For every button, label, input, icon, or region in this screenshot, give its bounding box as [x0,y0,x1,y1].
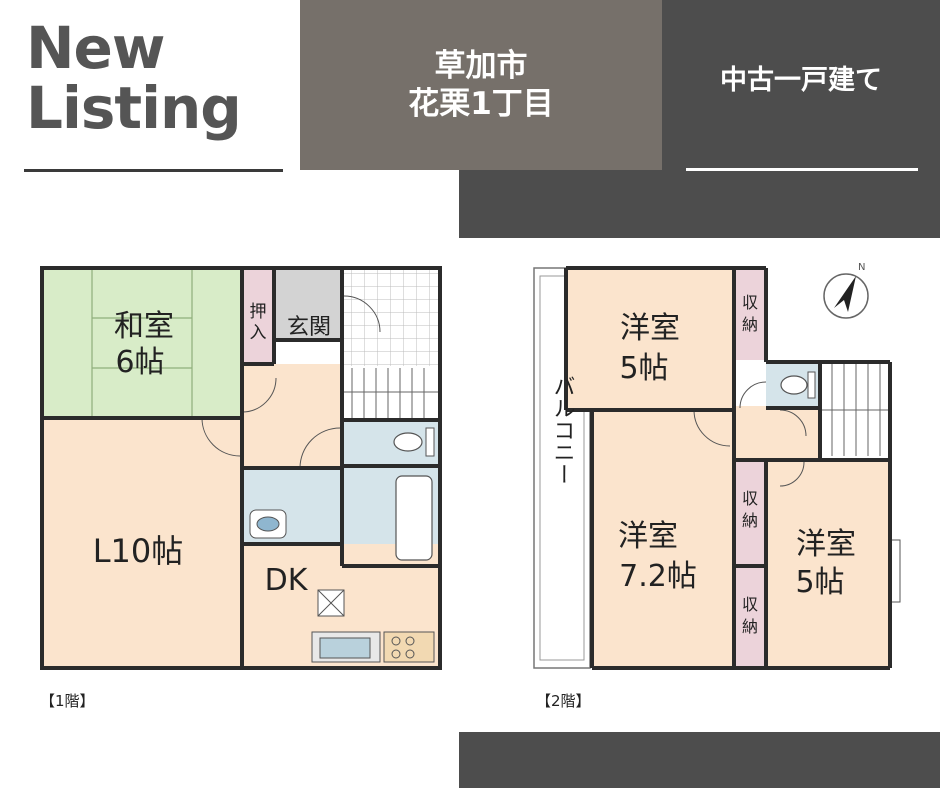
storage-b [734,460,766,566]
type-underline [686,168,918,171]
storage-b-bottom: 納 [742,511,758,530]
dk-label: DK [265,563,309,598]
floor2-plan [533,266,901,670]
yoshitsu-b-size: 7.2帖 [619,559,697,594]
location-label: 草加市 花栗1丁目 [300,0,662,170]
headline-line1: New [26,14,165,82]
entrance-porch [344,268,440,366]
storage-c-top: 収 [742,595,758,614]
hall-area [242,364,342,468]
floor1-label: 【1階】 [40,692,95,710]
new-listing-headline: New Listing [26,18,286,138]
hall-f2 [734,406,820,460]
floor1-plan [40,266,442,670]
band-strip-bottom [459,732,940,788]
washitsu-label: 和室 [114,309,174,344]
storage-a-bottom: 納 [742,315,758,334]
storage-c [734,566,766,668]
stairs-f1 [342,366,440,420]
headline-line2: Listing [26,74,242,142]
location-band [300,0,662,170]
storage-b-top: 収 [742,489,758,508]
yoshitsu-b-room [592,410,734,668]
yoshitsu-a-size: 5帖 [619,351,668,386]
yoshitsu-b-label: 洋室 [618,519,678,554]
property-type: 中古一戸建て [720,65,882,96]
living-room [42,418,242,668]
yoshitsu-a-room [566,268,734,410]
floor2-label: 【2階】 [536,692,591,710]
yoshitsu-c-size: 5帖 [795,565,844,600]
storage-a [734,268,766,360]
storage-a-top: 収 [742,293,758,312]
headline-underline [24,169,283,172]
band-strip-top [459,170,940,238]
balcony-label: バルコニー [550,375,575,485]
oshiire-label-bottom: 入 [250,323,267,343]
svg-text:N: N [858,262,865,273]
genkan-area [276,270,342,340]
yoshitsu-a-label: 洋室 [620,311,680,346]
living-label: L10帖 [93,532,184,570]
toilet-f1 [342,420,440,466]
yoshitsu-c-label: 洋室 [796,527,856,562]
north-compass-icon: N [823,262,869,319]
yoshitsu-c-room [766,460,890,668]
genkan-label: 玄関 [287,315,331,340]
washitsu-size: 6帖 [115,345,164,380]
location-city: 草加市 [434,48,528,84]
location-area: 花栗1丁目 [408,86,554,122]
washitsu-room [42,268,242,418]
storage-c-bottom: 納 [742,617,758,636]
oshiire-closet [242,268,274,364]
oshiire-label-top: 押 [250,302,267,322]
